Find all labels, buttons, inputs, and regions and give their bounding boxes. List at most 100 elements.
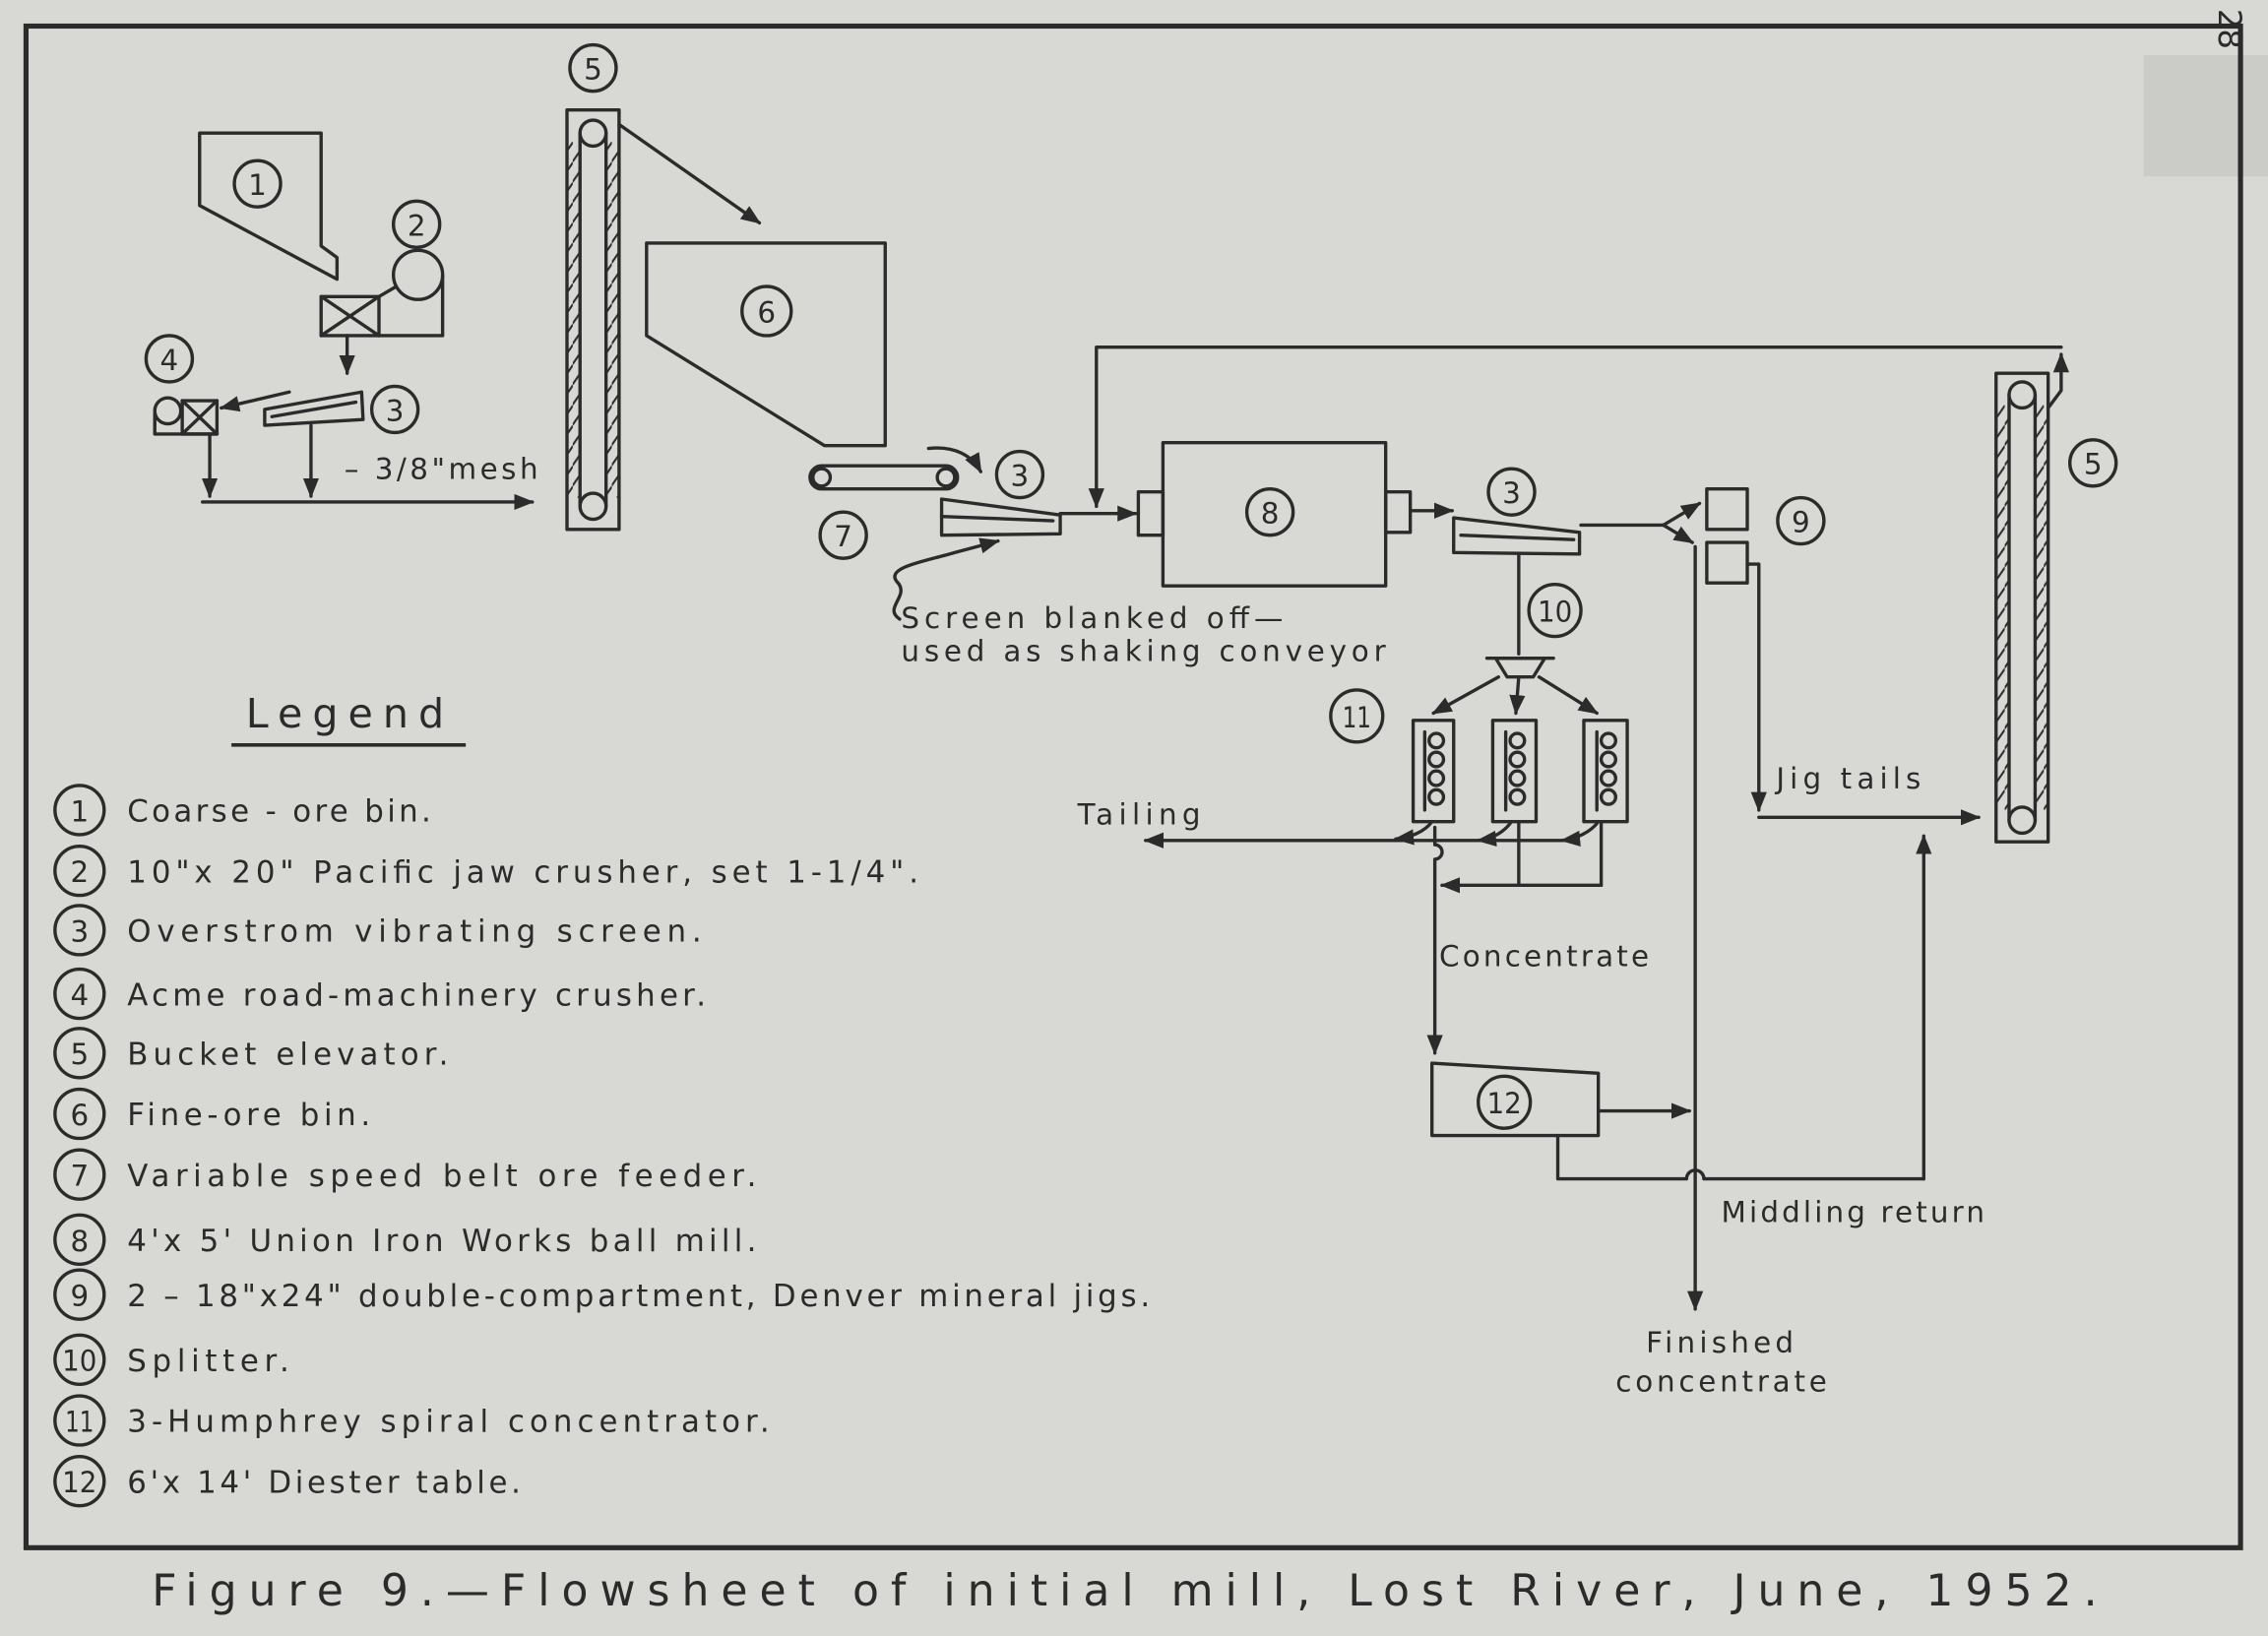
callout-11: 11 [1329, 688, 1385, 744]
spiral-concentrator-middle [1490, 719, 1539, 824]
svg-text:2: 2 [408, 209, 426, 242]
flow-elevator-to-fine-bin [617, 122, 762, 225]
callout-10: 10 [1527, 583, 1583, 639]
svg-text:9: 9 [1792, 506, 1810, 539]
finished-concentrate-line1: Finished [1646, 1326, 1794, 1359]
callout-3-primary: 3 [369, 384, 420, 435]
callout-12: 12 [1477, 1074, 1533, 1130]
svg-text:11: 11 [1343, 701, 1371, 734]
callout-3-conveyor: 3 [994, 449, 1045, 500]
flow-splitter-middle [1509, 675, 1526, 716]
callout-4: 4 [144, 334, 195, 384]
figure-frame [23, 23, 2243, 1550]
flow-table-middlings [1555, 1133, 1925, 1181]
flow-fork-lower-jig [1662, 523, 1694, 544]
screen-note-line1: Screen blanked off— [901, 601, 1283, 635]
mesh-label: – 3/8"mesh [345, 452, 538, 485]
svg-text:8: 8 [1261, 497, 1280, 531]
callout-5-right: 5 [2068, 438, 2118, 488]
callout-1: 1 [232, 158, 283, 209]
figure-caption: Figure 9.—Flowsheet of initial mill, Los… [152, 1566, 2097, 1616]
flow-concentrate-to-table [1426, 825, 1444, 1055]
concentrate-label: Concentrate [1439, 940, 1649, 974]
vibrating-screen-secondary [1452, 516, 1582, 556]
flow-screen-to-crusher4 [219, 390, 291, 412]
svg-text:5: 5 [584, 53, 602, 87]
legend-item-2: 2 10"x 20" Pacific jaw crusher, set 1-1/… [53, 844, 918, 898]
jig-tails-label: Jig tails [1774, 762, 1921, 795]
legend-item-1: 1 Coarse - ore bin. [53, 784, 431, 837]
svg-text:Splitter.: Splitter. [127, 1344, 289, 1379]
svg-text:1: 1 [248, 168, 267, 202]
svg-text:3: 3 [1502, 476, 1521, 510]
svg-text:Variable speed belt ore feeder: Variable speed belt ore feeder. [127, 1159, 756, 1194]
svg-text:6: 6 [757, 295, 776, 329]
svg-text:3: 3 [70, 914, 89, 948]
svg-text:Fine-ore bin.: Fine-ore bin. [127, 1098, 370, 1133]
callouts: 1 2 4 3 5 6 7 3 8 3 9 5 10 11 12 [144, 42, 2118, 1130]
screen-note-leader [892, 537, 1000, 621]
coarse-ore-bin [198, 131, 340, 282]
svg-text:7: 7 [834, 520, 852, 553]
legend-item-12: 12 6'x 14' Diester table. [53, 1455, 521, 1508]
svg-text:3-Humphrey spiral concentrator: 3-Humphrey spiral concentrator. [127, 1405, 769, 1440]
tailing-label: Tailing [1077, 798, 1201, 832]
flow-lines [201, 122, 2069, 1311]
svg-text:Coarse - ore bin.: Coarse - ore bin. [127, 794, 431, 830]
flow-splitter-right [1537, 675, 1599, 716]
legend-item-10: 10 Splitter. [53, 1333, 289, 1386]
callout-8: 8 [1244, 487, 1295, 537]
svg-text:11: 11 [65, 1405, 94, 1438]
flow-fork-upper-jig [1662, 501, 1702, 528]
callout-3-secondary: 3 [1486, 467, 1537, 517]
legend-item-5: 5 Bucket elevator. [53, 1027, 449, 1080]
callout-5-left: 5 [568, 42, 618, 94]
svg-text:9: 9 [70, 1280, 89, 1313]
belt-ore-feeder [808, 464, 960, 491]
vibrating-screen-conveyor [939, 497, 1062, 537]
finished-concentrate-line2: concentrate [1615, 1365, 1827, 1399]
svg-text:3: 3 [386, 394, 405, 427]
svg-text:6: 6 [70, 1099, 89, 1132]
flow-jig-tails-down [1745, 562, 1767, 812]
svg-text:2 – 18"x24" double-compartment: 2 – 18"x24" double-compartment, Denver m… [127, 1279, 1150, 1314]
svg-text:4: 4 [70, 978, 89, 1012]
svg-text:5: 5 [2084, 448, 2103, 481]
svg-text:7: 7 [70, 1160, 89, 1193]
legend-item-9: 9 2 – 18"x24" double-compartment, Denver… [53, 1268, 1150, 1321]
flow-elevator-up [2046, 352, 2069, 410]
diester-table [1430, 1061, 1601, 1138]
svg-text:6'x 14' Diester table.: 6'x 14' Diester table. [127, 1465, 521, 1500]
flow-recirculation-return [1088, 346, 2063, 509]
fine-ore-bin [645, 241, 887, 448]
callout-7: 7 [818, 510, 868, 560]
svg-text:12: 12 [1487, 1087, 1522, 1120]
spiral-concentrators [1411, 719, 1629, 824]
svg-text:2: 2 [70, 855, 89, 889]
svg-text:4: 4 [160, 344, 179, 377]
page-tab [2143, 54, 2268, 177]
flow-spiral-left-tailing [1393, 819, 1434, 846]
spiral-concentrator-right [1582, 719, 1629, 824]
bucket-elevator-left [565, 108, 621, 532]
callout-2: 2 [391, 199, 442, 250]
svg-text:3: 3 [1011, 459, 1030, 492]
svg-text:8: 8 [70, 1225, 89, 1258]
legend-item-6: 6 Fine-ore bin. [53, 1087, 370, 1141]
flow-splitter-left [1431, 675, 1500, 716]
road-machinery-crusher [153, 396, 220, 436]
flow-bin-to-feeder [926, 446, 982, 473]
jaw-crusher [319, 248, 445, 338]
bucket-elevator-right [1994, 371, 2050, 844]
splitter [1484, 656, 1555, 679]
svg-text:5: 5 [70, 1038, 89, 1071]
svg-text:1: 1 [70, 794, 89, 828]
legend-item-7: 7 Variable speed belt ore feeder. [53, 1148, 756, 1201]
middling-return-label: Middling return [1722, 1196, 1984, 1229]
svg-text:10"x 20" Pacific jaw crusher,: 10"x 20" Pacific jaw crusher, set 1-1/4"… [127, 854, 918, 890]
svg-text:Bucket elevator.: Bucket elevator. [127, 1038, 448, 1073]
callout-6: 6 [740, 284, 793, 338]
svg-text:10: 10 [62, 1345, 96, 1378]
callout-9: 9 [1776, 495, 1826, 546]
